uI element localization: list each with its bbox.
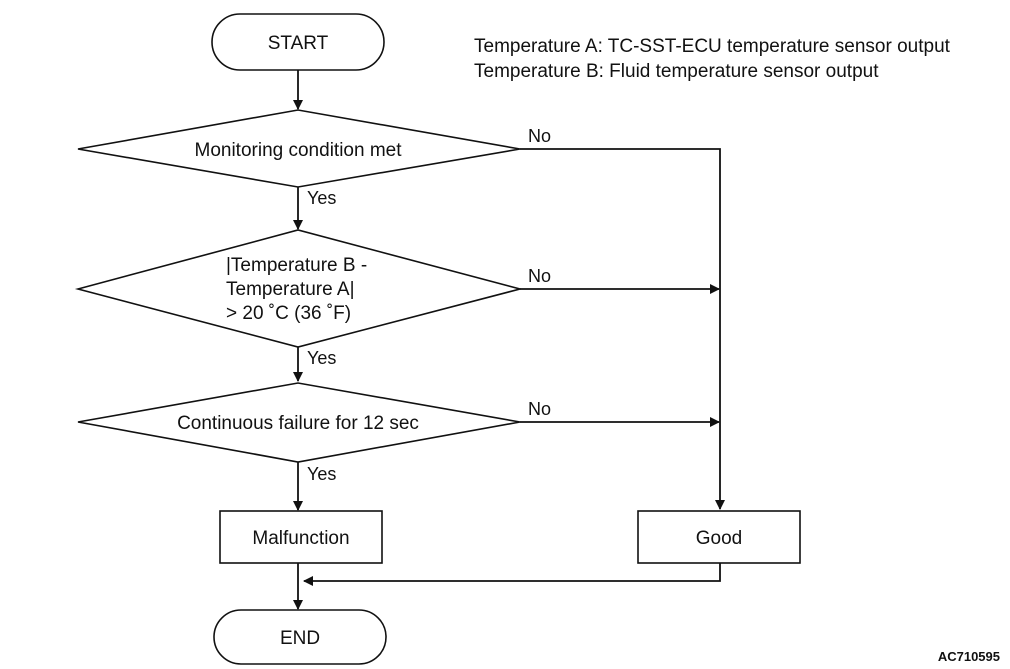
branch-no2-label: No <box>528 266 551 286</box>
edge-no1-to-good <box>520 148 725 510</box>
figure-code: AC710595 <box>938 649 1000 664</box>
branch-no3-label: No <box>528 399 551 419</box>
edge-good-to-end <box>303 563 721 586</box>
end-label: END <box>280 628 320 649</box>
decision-temperature-difference-line2: Temperature A| <box>226 279 355 300</box>
decision-temperature-difference-line1: |Temperature B - <box>226 255 367 276</box>
branch-no1-label: No <box>528 126 551 146</box>
end-terminal <box>213 609 387 665</box>
decision-monitoring-condition-label: Monitoring condition met <box>195 140 403 161</box>
branch-yes3-label: Yes <box>307 464 336 484</box>
malfunction-box <box>219 510 383 564</box>
legend-temperature-a: Temperature A: TC-SST-ECU temperature se… <box>474 36 951 57</box>
good-box <box>637 510 801 564</box>
start-label: START <box>268 33 329 54</box>
branch-yes1-label: Yes <box>307 188 336 208</box>
legend-temperature-b: Temperature B: Fluid temperature sensor … <box>474 61 879 82</box>
branch-yes2-label: Yes <box>307 348 336 368</box>
decision-temperature-difference-line3: > 20 ˚C (36 ˚F) <box>226 303 351 324</box>
malfunction-label: Malfunction <box>252 528 349 549</box>
decision-continuous-failure-label: Continuous failure for 12 sec <box>177 413 419 434</box>
good-label: Good <box>696 528 742 549</box>
